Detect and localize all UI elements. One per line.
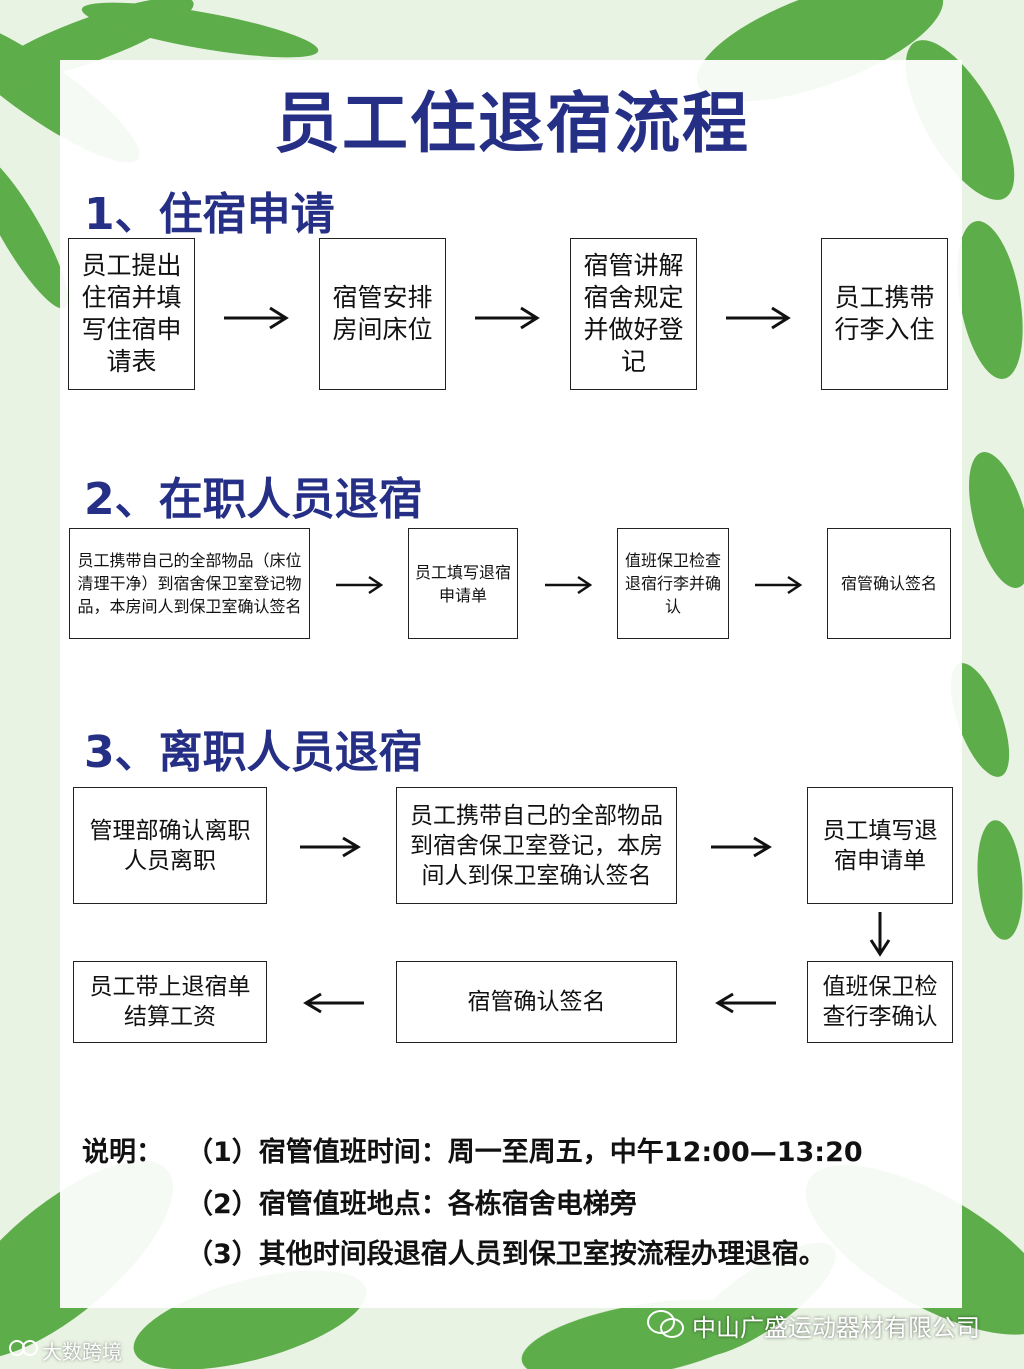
s1-step1-box: 员工提出住宿并填写住宿申请表 [68,238,195,390]
arrow-left-icon [714,990,778,1016]
notes-label: 说明： [82,1130,163,1169]
s2-step3-text: 值班保卫检查退宿行李并确认 [624,549,722,618]
s3-step4-text: 值班保卫检查行李确认 [816,972,944,1032]
arrow-left-icon [302,990,366,1016]
arrow-right-icon [473,304,541,332]
s3-step6-box: 员工带上退宿单结算工资 [73,961,267,1043]
note-item: （1）宿管值班时间：周一至周五，中午12:00—13:20 [186,1130,863,1169]
note-item: （3）其他时间段退宿人员到保卫室按流程办理退宿。 [186,1232,826,1271]
s3-step5-box: 宿管确认签名 [396,961,677,1043]
s3-step2-box: 员工携带自己的全部物品到宿舍保卫室登记，本房间人到保卫室确认签名 [396,787,677,904]
s2-step2-text: 员工填写退宿申请单 [415,561,511,607]
arrow-right-icon [298,834,362,860]
s1-step1-text: 员工提出住宿并填写住宿申请表 [77,250,186,378]
s2-step4-text: 宿管确认签名 [841,572,937,595]
watermark-text: 大数跨境 [42,1336,122,1365]
arrow-right-icon [543,574,593,596]
company-name: 中山广盛运动器材有限公司 [692,1308,980,1343]
s3-step2-text: 员工携带自己的全部物品到宿舍保卫室登记，本房间人到保卫室确认签名 [405,801,668,891]
section2-heading: 2、在职人员退宿 [84,463,423,527]
s3-step4-box: 值班保卫检查行李确认 [807,961,953,1043]
arrow-right-icon [753,574,803,596]
s3-step1-text: 管理部确认离职人员离职 [82,816,258,876]
s2-step3-box: 值班保卫检查退宿行李并确认 [617,528,729,639]
wechat-icon [646,1308,686,1340]
s3-step5-text: 宿管确认签名 [468,987,606,1017]
arrow-right-icon [724,304,792,332]
arrow-right-icon [334,574,384,596]
section3-heading: 3、离职人员退宿 [84,716,423,780]
s1-step3-box: 宿管讲解宿舍规定并做好登记 [570,238,697,390]
s1-step2-text: 宿管安排房间床位 [328,282,437,346]
s3-step3-box: 员工填写退宿申请单 [807,787,953,904]
s3-step1-box: 管理部确认离职人员离职 [73,787,267,904]
s2-step2-box: 员工填写退宿申请单 [408,528,518,639]
s2-step4-box: 宿管确认签名 [827,528,951,639]
arrow-right-icon [222,304,290,332]
s3-step6-text: 员工带上退宿单结算工资 [82,972,258,1032]
arrow-down-icon [867,910,893,958]
logo-icon [8,1336,40,1360]
s1-step2-box: 宿管安排房间床位 [319,238,446,390]
s1-step3-text: 宿管讲解宿舍规定并做好登记 [579,250,688,378]
note-item: （2）宿管值班地点：各栋宿舍电梯旁 [186,1182,637,1221]
arrow-right-icon [709,834,773,860]
s1-step4-box: 员工携带行李入住 [821,238,948,390]
page-title: 员工住退宿流程 [0,70,1024,166]
s2-step1-text: 员工携带自己的全部物品（床位清理干净）到宿舍保卫室登记物品，本房间人到保卫室确认… [76,549,303,618]
s3-step3-text: 员工填写退宿申请单 [816,816,944,876]
s1-step4-text: 员工携带行李入住 [830,282,939,346]
s2-step1-box: 员工携带自己的全部物品（床位清理干净）到宿舍保卫室登记物品，本房间人到保卫室确认… [69,528,310,639]
section1-heading: 1、住宿申请 [84,178,335,242]
